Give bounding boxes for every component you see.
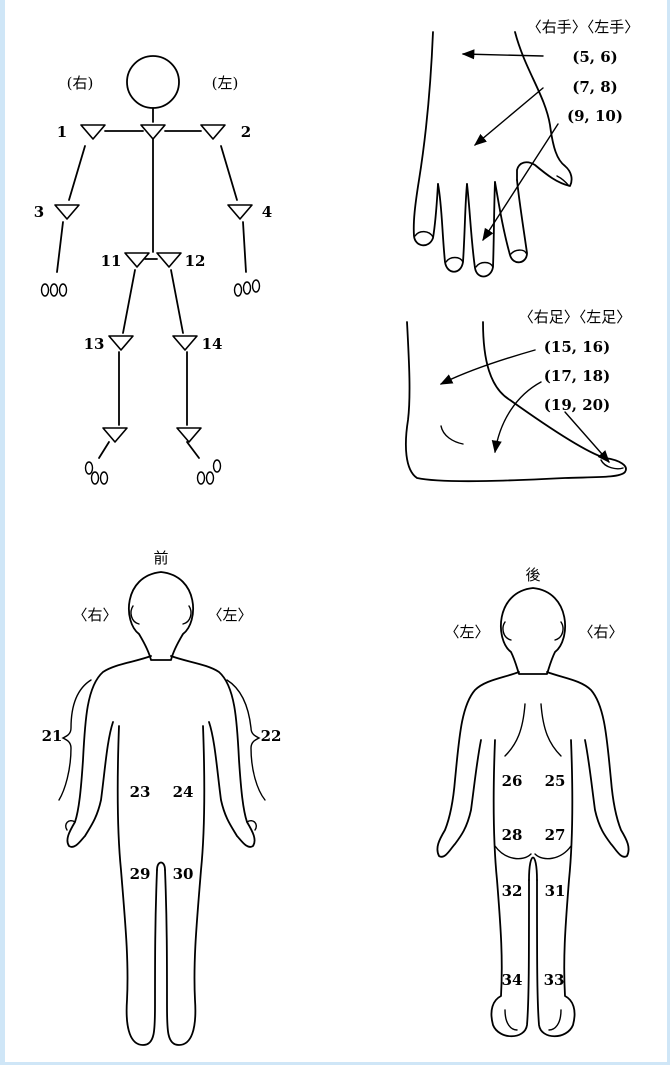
point-label-11: 11 <box>101 252 122 270</box>
hand-item-5-6: (5, 6) <box>572 48 618 66</box>
foot-item-15-16: (15, 16) <box>544 338 610 356</box>
neck-joint-marker <box>141 125 165 139</box>
stick-right-label: (右) <box>67 74 94 92</box>
region-23: 23 <box>130 783 151 801</box>
foot-item-17-18: (17, 18) <box>544 367 610 385</box>
point-label-1: 1 <box>57 123 67 141</box>
point-label-13: 13 <box>84 335 105 353</box>
head-circle <box>127 56 179 108</box>
joint-13-marker <box>109 336 133 350</box>
stick-left-label: (左) <box>212 74 239 92</box>
point-label-14: 14 <box>202 335 223 353</box>
foot-illustration: 〈右足〉〈左足〉 (15, 16) (17, 18) (19, 20) <box>406 308 631 481</box>
region-26: 26 <box>502 772 523 790</box>
region-24: 24 <box>173 783 194 801</box>
region-31: 31 <box>545 882 566 900</box>
point-label-4: 4 <box>262 203 272 221</box>
region-30: 30 <box>173 865 194 883</box>
left-ankle-marker <box>177 428 201 442</box>
left-foot-toes <box>198 460 221 484</box>
point-label-3: 3 <box>34 203 44 221</box>
front-title: 前 <box>153 549 168 567</box>
joint-1-marker <box>81 125 105 139</box>
region-21: 21 <box>42 727 63 745</box>
region-25: 25 <box>545 772 566 790</box>
body-location-diagram: (右) (左) 1 2 3 4 11 12 13 14 〈右手〉〈左手〉 (5,… <box>5 0 670 1065</box>
right-foot-toes <box>86 462 108 484</box>
right-ankle-marker <box>103 428 127 442</box>
left-hand-fingers <box>235 280 260 296</box>
front-left-label: 〈左〉 <box>207 606 252 624</box>
joint-2-marker <box>201 125 225 139</box>
back-title: 後 <box>525 566 540 584</box>
right-hand-fingers <box>42 284 67 296</box>
joint-11-marker <box>125 253 149 267</box>
joint-4-marker <box>228 205 252 219</box>
region-34: 34 <box>502 971 523 989</box>
hand-illustration: 〈右手〉〈左手〉 (5, 6) (7, 8) (9, 10) <box>414 18 640 277</box>
region-29: 29 <box>130 865 151 883</box>
back-left-label: 〈左〉 <box>444 623 489 641</box>
region-28: 28 <box>502 826 523 844</box>
stick-figure: (右) (左) 1 2 3 4 11 12 13 14 <box>34 56 272 484</box>
hand-header: 〈右手〉〈左手〉 <box>527 18 640 36</box>
region-32: 32 <box>502 882 523 900</box>
back-body-outline: 後 〈左〉 〈右〉 26 25 28 27 32 31 34 33 <box>437 566 628 1036</box>
back-right-label: 〈右〉 <box>578 623 623 641</box>
region-22: 22 <box>261 727 282 745</box>
joint-14-marker <box>173 336 197 350</box>
foot-header: 〈右足〉〈左足〉 <box>519 308 632 326</box>
foot-item-19-20: (19, 20) <box>544 396 610 414</box>
front-body-outline: 前 〈右〉 〈左〉 21 22 23 24 29 30 <box>42 549 282 1045</box>
region-33: 33 <box>544 971 565 989</box>
point-label-12: 12 <box>185 252 206 270</box>
hand-item-9-10: (9, 10) <box>567 107 623 125</box>
point-label-2: 2 <box>241 123 251 141</box>
region-27: 27 <box>545 826 566 844</box>
joint-3-marker <box>55 205 79 219</box>
joint-12-marker <box>157 253 181 267</box>
hand-item-7-8: (7, 8) <box>572 78 618 96</box>
front-right-label: 〈右〉 <box>72 606 117 624</box>
